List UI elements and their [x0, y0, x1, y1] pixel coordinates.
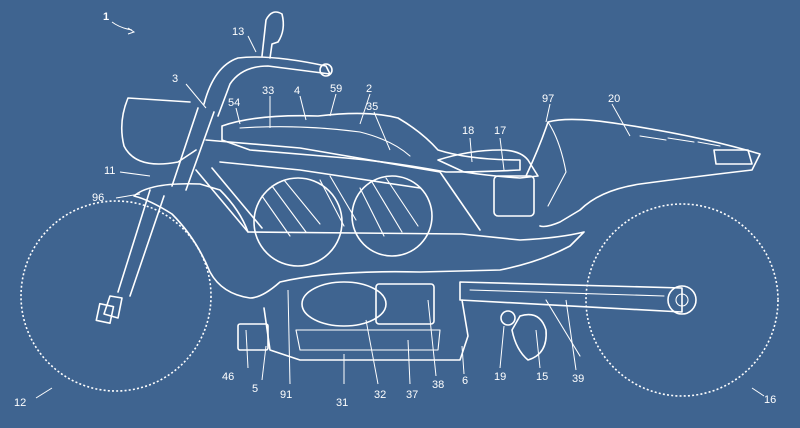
- label-11: 11: [104, 165, 115, 177]
- label-33: 33: [262, 85, 274, 97]
- label-96: 96: [92, 192, 104, 204]
- engine-fins: [261, 175, 419, 237]
- main-frame: [205, 139, 481, 231]
- swing-arm-pivot: [500, 310, 516, 326]
- label-35: 35: [366, 101, 378, 113]
- swing-arm: [459, 281, 683, 313]
- headlight: [120, 97, 197, 165]
- engine-cylinder-rear: [351, 175, 433, 257]
- label-54: 54: [228, 97, 240, 109]
- front-fork: [103, 189, 165, 319]
- tail-light: [713, 149, 753, 165]
- fuel-tank: [221, 112, 521, 173]
- rear-frame: [525, 118, 761, 228]
- label-39: 39: [572, 373, 584, 385]
- leader-lines: [35, 21, 765, 399]
- label-2: 2: [366, 83, 372, 95]
- label-91: 91: [280, 389, 292, 401]
- mirror: [261, 11, 285, 59]
- label-18: 18: [462, 125, 474, 137]
- seat-cowl-edge: [547, 121, 567, 207]
- seat: [437, 149, 539, 179]
- lower-engine-cover: [375, 283, 435, 325]
- fork-foot: [95, 302, 115, 325]
- label-12: 12: [14, 397, 26, 409]
- label-31: 31: [336, 397, 348, 409]
- rear-drive-housing: [511, 313, 547, 361]
- label-46: 46: [222, 371, 234, 383]
- body-cowl: [133, 182, 585, 299]
- label-15: 15: [536, 371, 548, 383]
- swing-arm-inner: [469, 289, 665, 297]
- tank-seam: [239, 126, 411, 157]
- label-13: 13: [232, 26, 244, 38]
- label-16: 16: [764, 394, 776, 406]
- handlebar-grip: [319, 63, 333, 77]
- label-38: 38: [432, 379, 444, 391]
- label-32: 32: [374, 389, 386, 401]
- drive-link: [545, 299, 581, 357]
- handlebar: [203, 56, 331, 117]
- figure-arrow: [127, 27, 136, 35]
- label-4: 4: [294, 85, 300, 97]
- label-20: 20: [608, 93, 620, 105]
- crankcase: [301, 281, 387, 327]
- rear-fender-slots: [639, 135, 721, 147]
- engine-guard: [263, 299, 469, 361]
- label-97: 97: [542, 93, 554, 105]
- label-6: 6: [462, 375, 468, 387]
- rear-hub: [667, 285, 697, 315]
- side-stand-bracket: [237, 323, 269, 351]
- front-wheel: [20, 200, 212, 392]
- label-59: 59: [330, 83, 342, 95]
- rear-wheel: [585, 203, 779, 397]
- label-1: 1: [103, 11, 109, 23]
- label-3: 3: [172, 73, 178, 85]
- label-5: 5: [252, 383, 258, 395]
- steering-head: [171, 107, 215, 191]
- air-box: [493, 175, 535, 217]
- label-37: 37: [406, 389, 418, 401]
- oil-pan: [295, 329, 441, 351]
- label-19: 19: [494, 371, 506, 383]
- label-17: 17: [494, 125, 506, 137]
